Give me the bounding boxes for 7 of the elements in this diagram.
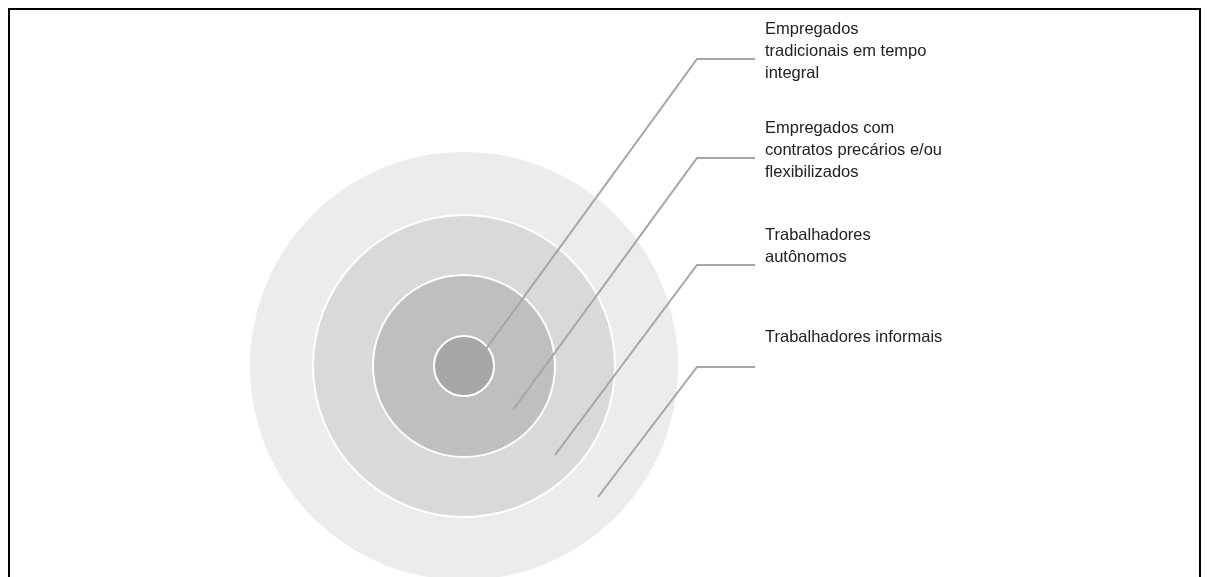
- leader-line: [512, 157, 756, 411]
- leader-line: [554, 264, 756, 456]
- leader-line: [597, 366, 756, 498]
- label-text: Empregados tradicionais em tempo integral: [765, 17, 945, 83]
- label-text: Trabalhadores informais: [765, 325, 945, 347]
- label-text: Empregados com contratos precários e/ou flexibilizados: [765, 116, 945, 182]
- label-text: Trabalhadores autônomos: [765, 223, 945, 267]
